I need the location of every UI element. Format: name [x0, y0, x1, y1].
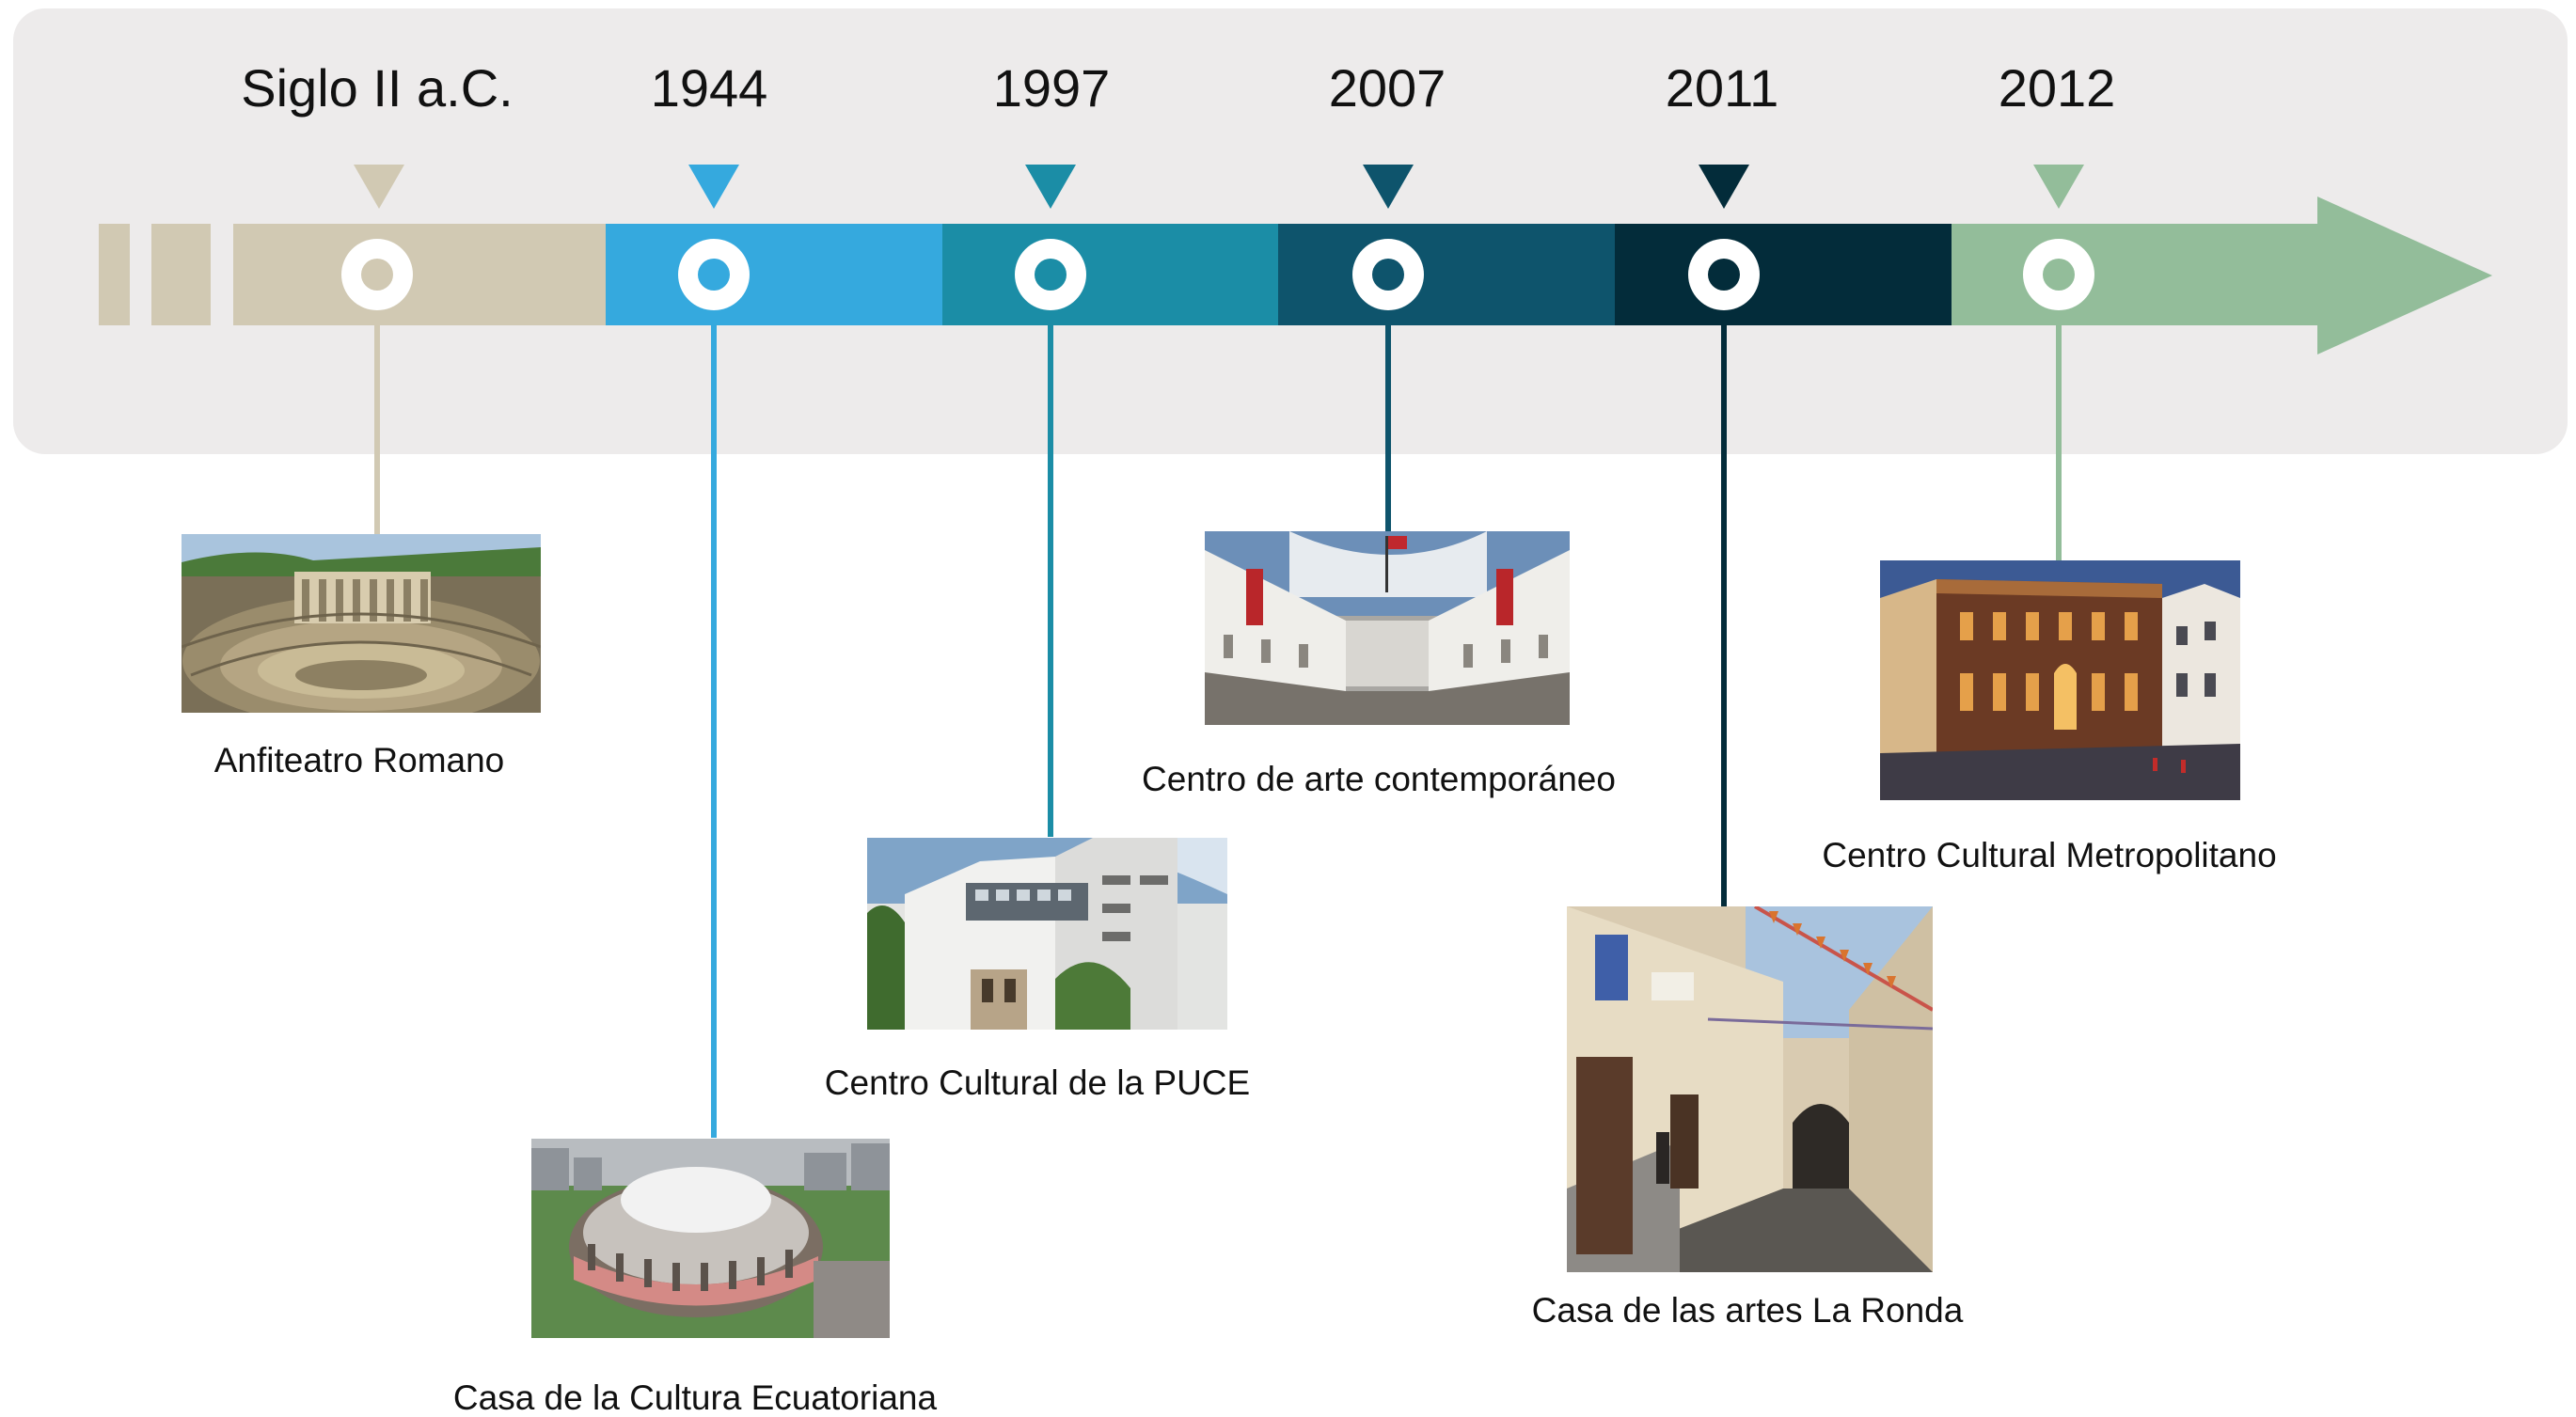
arte-contemporaneo-courtyard-photo: [1205, 531, 1570, 725]
puce-building-photo: [867, 838, 1227, 1030]
caption-la-ronda: Casa de las artes La Ronda: [1531, 1291, 1964, 1330]
marker-triangle-siglo: [354, 165, 404, 209]
caption-puce: Centro Cultural de la PUCE: [824, 1063, 1251, 1102]
year-label-2007: 2007: [1328, 58, 1446, 118]
caption-arte-contemporaneo: Centro de arte contemporáneo: [1142, 760, 1616, 798]
segment-siglo: [233, 224, 606, 325]
caption-anfiteatro: Anfiteatro Romano: [213, 741, 505, 779]
year-label-2011: 2011: [1665, 58, 1779, 118]
casa-cultura-building-photo: [531, 1139, 890, 1338]
marker-triangle-2011: [1699, 165, 1749, 209]
lead-in-block-2: [151, 224, 211, 325]
lead-in-block-1: [99, 224, 130, 325]
marker-triangle-1997: [1025, 165, 1076, 209]
timeline-node-2007: [1352, 239, 1424, 310]
segment-2011: [1615, 224, 1952, 325]
timeline-node-siglo: [341, 239, 413, 310]
segment-2007: [1278, 224, 1615, 325]
metropolitano-building-photo: [1880, 560, 2240, 800]
connector-siglo: [374, 310, 380, 534]
connector-2012: [2056, 310, 2062, 560]
timeline-arrowhead: [2317, 197, 2492, 354]
segment-1997: [942, 224, 1278, 325]
year-label-1944: 1944: [650, 58, 768, 118]
segment-1944: [606, 224, 942, 325]
connector-2007: [1385, 310, 1391, 531]
connector-1997: [1048, 310, 1053, 837]
timeline-node-2012: [2023, 239, 2094, 310]
caption-metropolitano: Centro Cultural Metropolitano: [1822, 836, 2277, 874]
marker-triangle-2012: [2033, 165, 2084, 209]
year-label-siglo: Siglo II a.C.: [241, 58, 514, 118]
year-label-1997: 1997: [992, 58, 1111, 118]
la-ronda-street-photo: [1567, 906, 1933, 1272]
connector-2011: [1721, 310, 1727, 908]
caption-casa-cultura: Casa de la Cultura Ecuatoriana: [452, 1378, 938, 1417]
marker-triangle-2007: [1363, 165, 1414, 209]
segment-2012: [1952, 224, 2320, 325]
timeline-node-1944: [678, 239, 750, 310]
year-label-2012: 2012: [1998, 58, 2116, 118]
roman-amphitheater-photo: [182, 534, 541, 713]
timeline-node-2011: [1688, 239, 1760, 310]
marker-triangle-1944: [688, 165, 739, 209]
timeline-node-1997: [1015, 239, 1086, 310]
connector-1944: [711, 310, 717, 1138]
